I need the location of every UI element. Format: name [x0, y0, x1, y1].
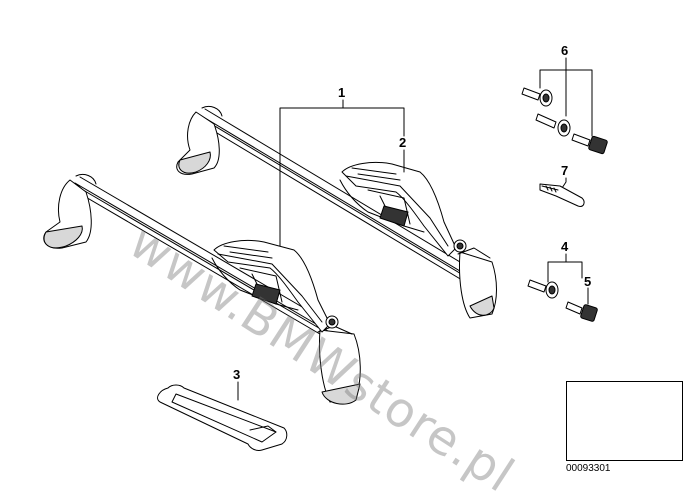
rear-ski-holder: [339, 161, 467, 257]
callout-6: 6: [561, 43, 569, 58]
diagram-number: 00093301: [566, 463, 611, 474]
lock-set-part: [521, 87, 608, 155]
strap-part: [157, 384, 288, 451]
tool-part: [539, 183, 585, 207]
bolt-key-part: [527, 279, 598, 322]
front-ski-holder: [211, 239, 339, 333]
callout-5: 5: [584, 274, 592, 289]
callout-1: 1: [338, 85, 346, 100]
callout-7: 7: [561, 163, 569, 178]
leader-lines: [237, 57, 593, 401]
callout-4: 4: [561, 239, 569, 254]
callout-2: 2: [399, 135, 407, 150]
parts-diagram: 1 2 3 4 5 6 7 00093301 www.BMWstore.pl: [43, 43, 683, 504]
vehicle-inset-frame: [566, 381, 683, 461]
callout-3: 3: [233, 367, 241, 382]
rear-roof-bar: [176, 105, 497, 319]
